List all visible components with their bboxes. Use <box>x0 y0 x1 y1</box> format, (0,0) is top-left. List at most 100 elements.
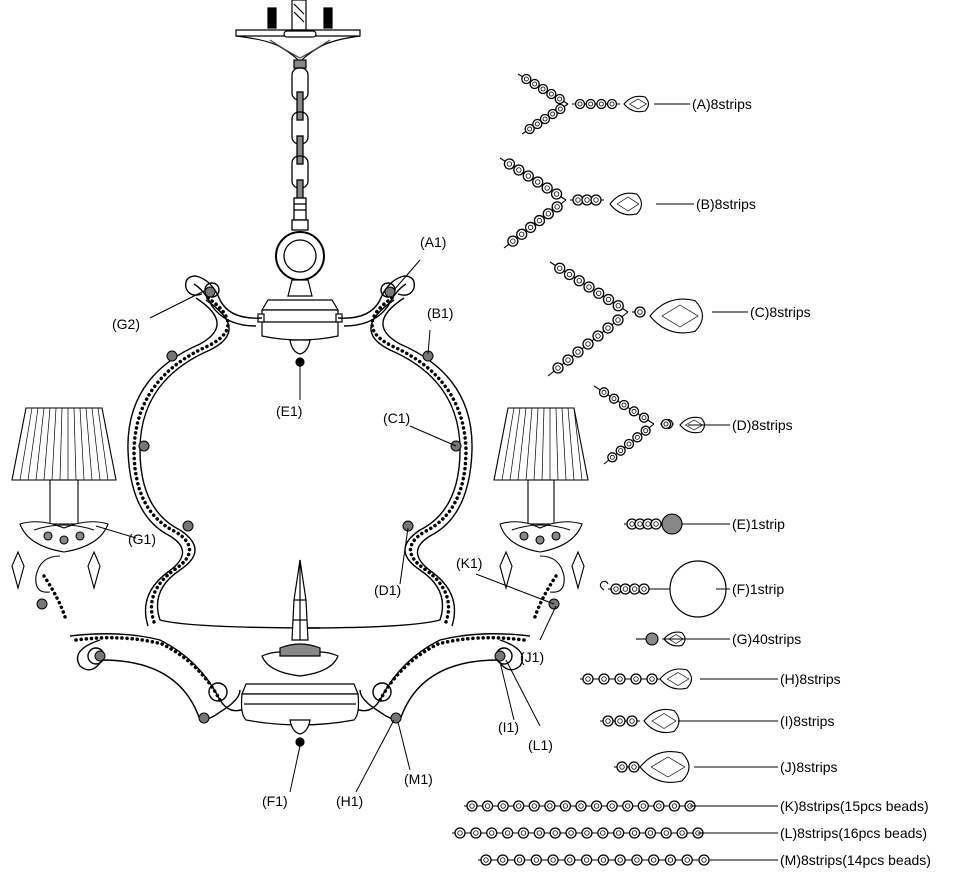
bead-inner <box>701 857 707 863</box>
bead-inner <box>584 197 590 203</box>
bead <box>598 387 610 398</box>
bead <box>572 346 584 358</box>
label-f1: (F1) <box>262 793 288 809</box>
bead-inner <box>621 402 627 408</box>
bead <box>549 827 561 839</box>
teardrop-crystal <box>649 298 704 334</box>
bead <box>575 800 587 812</box>
bead-inner <box>679 830 685 836</box>
bead <box>532 176 544 188</box>
bead <box>563 268 576 281</box>
bead <box>644 827 657 839</box>
bead-inner <box>545 211 551 217</box>
bead <box>632 432 643 443</box>
crystal-facet <box>661 304 699 328</box>
bead <box>681 854 693 866</box>
bead-inner <box>633 676 639 682</box>
bead <box>597 827 609 839</box>
bead <box>582 673 594 685</box>
bead <box>616 761 628 773</box>
bead-inner <box>489 830 495 836</box>
bead <box>565 827 577 839</box>
bead <box>559 800 572 812</box>
bead <box>507 235 519 247</box>
bead-inner <box>632 586 638 592</box>
label-h1: (H1) <box>336 793 363 809</box>
bead <box>547 854 559 866</box>
bead <box>530 854 542 866</box>
bead-inner <box>473 830 479 836</box>
part-label-k: (K)8strips(15pcs beads) <box>780 798 929 814</box>
bead <box>668 800 681 812</box>
crystal-facet <box>651 713 677 729</box>
bead-inner <box>557 265 563 271</box>
center-body <box>257 279 343 367</box>
bead-inner <box>578 803 584 809</box>
crystal-facet <box>666 672 690 686</box>
bead-inner <box>641 586 647 592</box>
bead <box>466 800 478 812</box>
part-label-i: (I)8strips <box>780 713 834 729</box>
left-lamp <box>11 407 117 593</box>
teardrop-crystal <box>643 708 680 734</box>
bead <box>585 98 596 110</box>
bead <box>615 445 626 456</box>
bead-inner <box>619 764 625 770</box>
bead-inner <box>616 830 622 836</box>
bead <box>533 214 546 227</box>
bead-inner <box>469 803 475 809</box>
bead-inner <box>663 421 669 427</box>
bead <box>610 583 622 595</box>
bead-inner <box>527 126 533 132</box>
bead-inner <box>598 101 604 107</box>
bead-inner <box>617 857 623 863</box>
bead-inner <box>540 86 546 92</box>
bead <box>547 108 558 120</box>
bead <box>598 673 610 685</box>
hook-icon <box>599 580 609 591</box>
bead <box>529 78 540 90</box>
bead <box>614 715 626 727</box>
bead-inner <box>595 333 601 339</box>
bead <box>602 293 615 306</box>
bead-inner <box>516 803 522 809</box>
bead <box>554 93 565 105</box>
bead-inner <box>617 676 623 682</box>
part-label-a: (A)8strips <box>692 96 752 112</box>
bead-inner <box>631 408 637 414</box>
hardware-labels: (A1) (B1) (C1) (D1) (E1) (F1) (G1) (G2) … <box>112 234 553 809</box>
label-k1: (K1) <box>456 555 482 571</box>
bead-inner <box>605 325 611 331</box>
bead-inner <box>516 857 523 863</box>
bead <box>629 583 641 595</box>
teardrop-crystal <box>659 668 693 690</box>
bead <box>562 354 574 366</box>
bead <box>638 583 650 595</box>
bead-inner <box>532 81 538 87</box>
bead <box>524 221 537 234</box>
bead-inner <box>647 830 654 836</box>
label-m1: (M1) <box>404 771 433 787</box>
bead-inner <box>611 396 617 402</box>
ceiling-canopy <box>235 0 361 69</box>
bead <box>524 123 535 135</box>
crystal-facet <box>650 756 686 778</box>
bead <box>513 800 525 812</box>
bead <box>646 673 658 685</box>
bead <box>486 827 498 839</box>
bead <box>606 800 618 812</box>
bead <box>630 673 642 685</box>
bead <box>580 854 593 866</box>
bead-inner <box>609 454 615 460</box>
bead <box>503 158 516 170</box>
bead-inner <box>663 830 669 836</box>
bead-inner <box>550 857 556 863</box>
parts-drawings <box>452 73 727 866</box>
bead-inner <box>631 764 637 770</box>
bead-inner <box>596 290 602 296</box>
bead <box>612 300 624 312</box>
bead <box>650 518 662 530</box>
label-i1: (I1) <box>498 719 519 735</box>
bead-inner <box>525 173 531 179</box>
bead-inner <box>547 803 553 809</box>
